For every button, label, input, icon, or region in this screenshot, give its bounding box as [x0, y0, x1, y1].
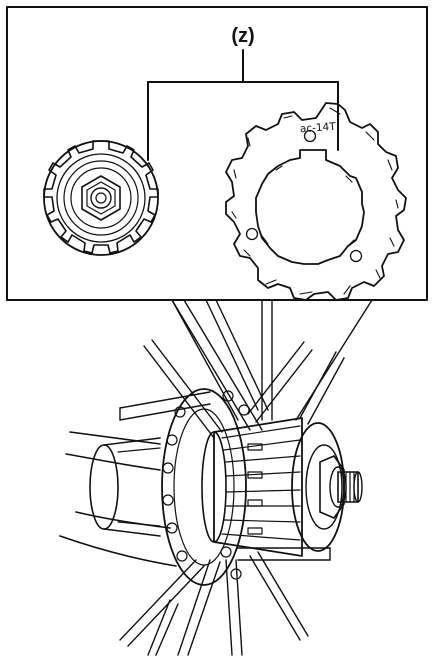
lockring-tool: [43, 140, 159, 256]
hub-flange: [161, 388, 250, 586]
callout-leader-lines: [171, 299, 373, 421]
tire-section: [59, 431, 177, 567]
hub-assembly: [59, 299, 363, 656]
axle-end: [291, 422, 363, 552]
callout-bracket: [147, 49, 339, 161]
sprocket-marking: ac-14T: [300, 121, 337, 136]
hub-body: [89, 437, 161, 537]
spokes: [119, 299, 345, 656]
freehub-body: [201, 417, 303, 557]
callout-panel: (z): [6, 6, 428, 301]
callout-label: (z): [231, 25, 254, 47]
sprocket-14t: ac-14T: [225, 102, 407, 301]
